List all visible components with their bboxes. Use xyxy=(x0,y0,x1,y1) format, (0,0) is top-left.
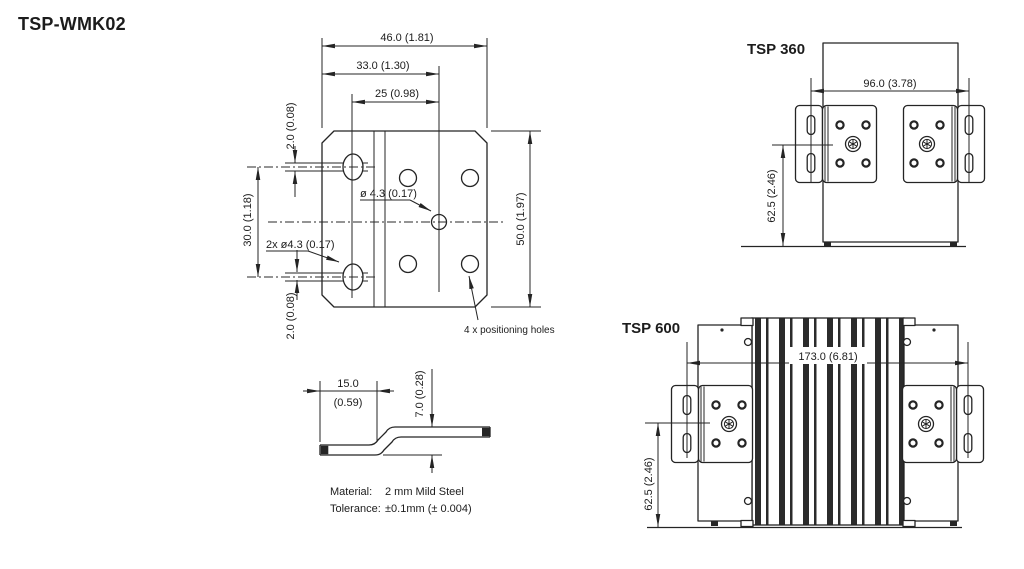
dim-step-height: 7.0 (0.28) xyxy=(414,370,426,417)
tolerance-label: Tolerance: xyxy=(330,503,381,515)
case-screw-hole xyxy=(902,337,912,347)
center-hole-diameter-label: ø 4.3 (0.17) xyxy=(360,188,417,200)
foot xyxy=(824,242,831,247)
side-view: 15.0 (0.59) 7.0 (0.28) Material: 2 mm Mi… xyxy=(303,369,491,515)
positioning-holes-note: 4 x positioning holes xyxy=(464,325,555,336)
extension-lines xyxy=(321,38,541,308)
dimension-lines xyxy=(655,360,968,527)
page-title: TSP-WMK02 xyxy=(18,14,126,34)
tsp600-dim-slot-pitch: 173.0 (6.81) xyxy=(798,351,857,363)
bottom-tab xyxy=(902,519,916,528)
mounting-bracket-left xyxy=(670,384,754,464)
case-screw-hole xyxy=(902,496,912,506)
dim-flange-length-in: (0.59) xyxy=(334,397,363,409)
positioning-hole xyxy=(398,254,418,274)
leader-lines xyxy=(266,199,479,321)
bottom-tab xyxy=(740,519,754,528)
mounting-bracket-right xyxy=(901,384,985,464)
profile-upper-contour xyxy=(320,426,490,446)
dimension-lines xyxy=(780,88,969,246)
rivet-dot xyxy=(720,328,724,332)
positioning-hole xyxy=(460,254,480,274)
tsp600-title: TSP 600 xyxy=(622,320,680,337)
mounting-bracket-right xyxy=(902,104,986,184)
tsp600-view: TSP 600 173.0 (6.81) 62.5 (2.46) xyxy=(622,317,985,529)
material-label: Material: xyxy=(330,486,372,498)
dim-slot-pitch: 30.0 (1.18) xyxy=(242,193,254,246)
slots-diameter-label: 2x ø4.3 (0.17) xyxy=(266,239,334,251)
top-view: 46.0 (1.81) 33.0 (1.30) 25 (0.98) 2.0 (0… xyxy=(242,32,555,340)
tsp360-view: TSP 360 96.0 (3.78) 62.5 (2.46) xyxy=(741,41,986,248)
top-tab xyxy=(740,317,754,327)
dimension-lines xyxy=(303,369,435,473)
dim-slot-width-top: 2.0 (0.08) xyxy=(285,102,297,149)
foot xyxy=(950,242,957,247)
case-screw-hole xyxy=(743,496,753,506)
dim-height-overall: 50.0 (1.97) xyxy=(515,192,527,245)
dim-slot-to-center-hole: 25 (0.98) xyxy=(375,88,419,100)
dim-width-to-center-hole: 33.0 (1.30) xyxy=(356,60,409,72)
dim-width-overall: 46.0 (1.81) xyxy=(380,32,433,44)
tsp600-dim-center-height: 62.5 (2.46) xyxy=(643,457,655,510)
dimension-lines xyxy=(255,43,533,307)
tsp360-dim-slot-pitch: 96.0 (3.78) xyxy=(863,78,916,90)
case-screw-hole xyxy=(743,337,753,347)
profile-lower-contour xyxy=(320,436,490,456)
mounting-bracket-left xyxy=(794,104,878,184)
dim-text-backplate xyxy=(789,347,867,364)
foot xyxy=(711,521,718,526)
positioning-hole xyxy=(460,168,480,188)
dim-flange-length-mm: 15.0 xyxy=(337,378,358,390)
cut-end-hatch xyxy=(482,427,490,437)
material-value: 2 mm Mild Steel xyxy=(385,486,464,498)
dim-slot-width-bottom: 2.0 (0.08) xyxy=(285,292,297,339)
centerlines xyxy=(247,166,506,278)
positioning-hole xyxy=(398,168,418,188)
rivet-dot xyxy=(932,328,936,332)
cut-end-hatch xyxy=(320,445,329,455)
top-tab xyxy=(902,317,916,327)
foot xyxy=(950,521,957,526)
tolerance-value: ±0.1mm (± 0.004) xyxy=(385,503,472,515)
tsp360-dim-center-height: 62.5 (2.46) xyxy=(766,169,778,222)
tsp360-title: TSP 360 xyxy=(747,41,805,58)
